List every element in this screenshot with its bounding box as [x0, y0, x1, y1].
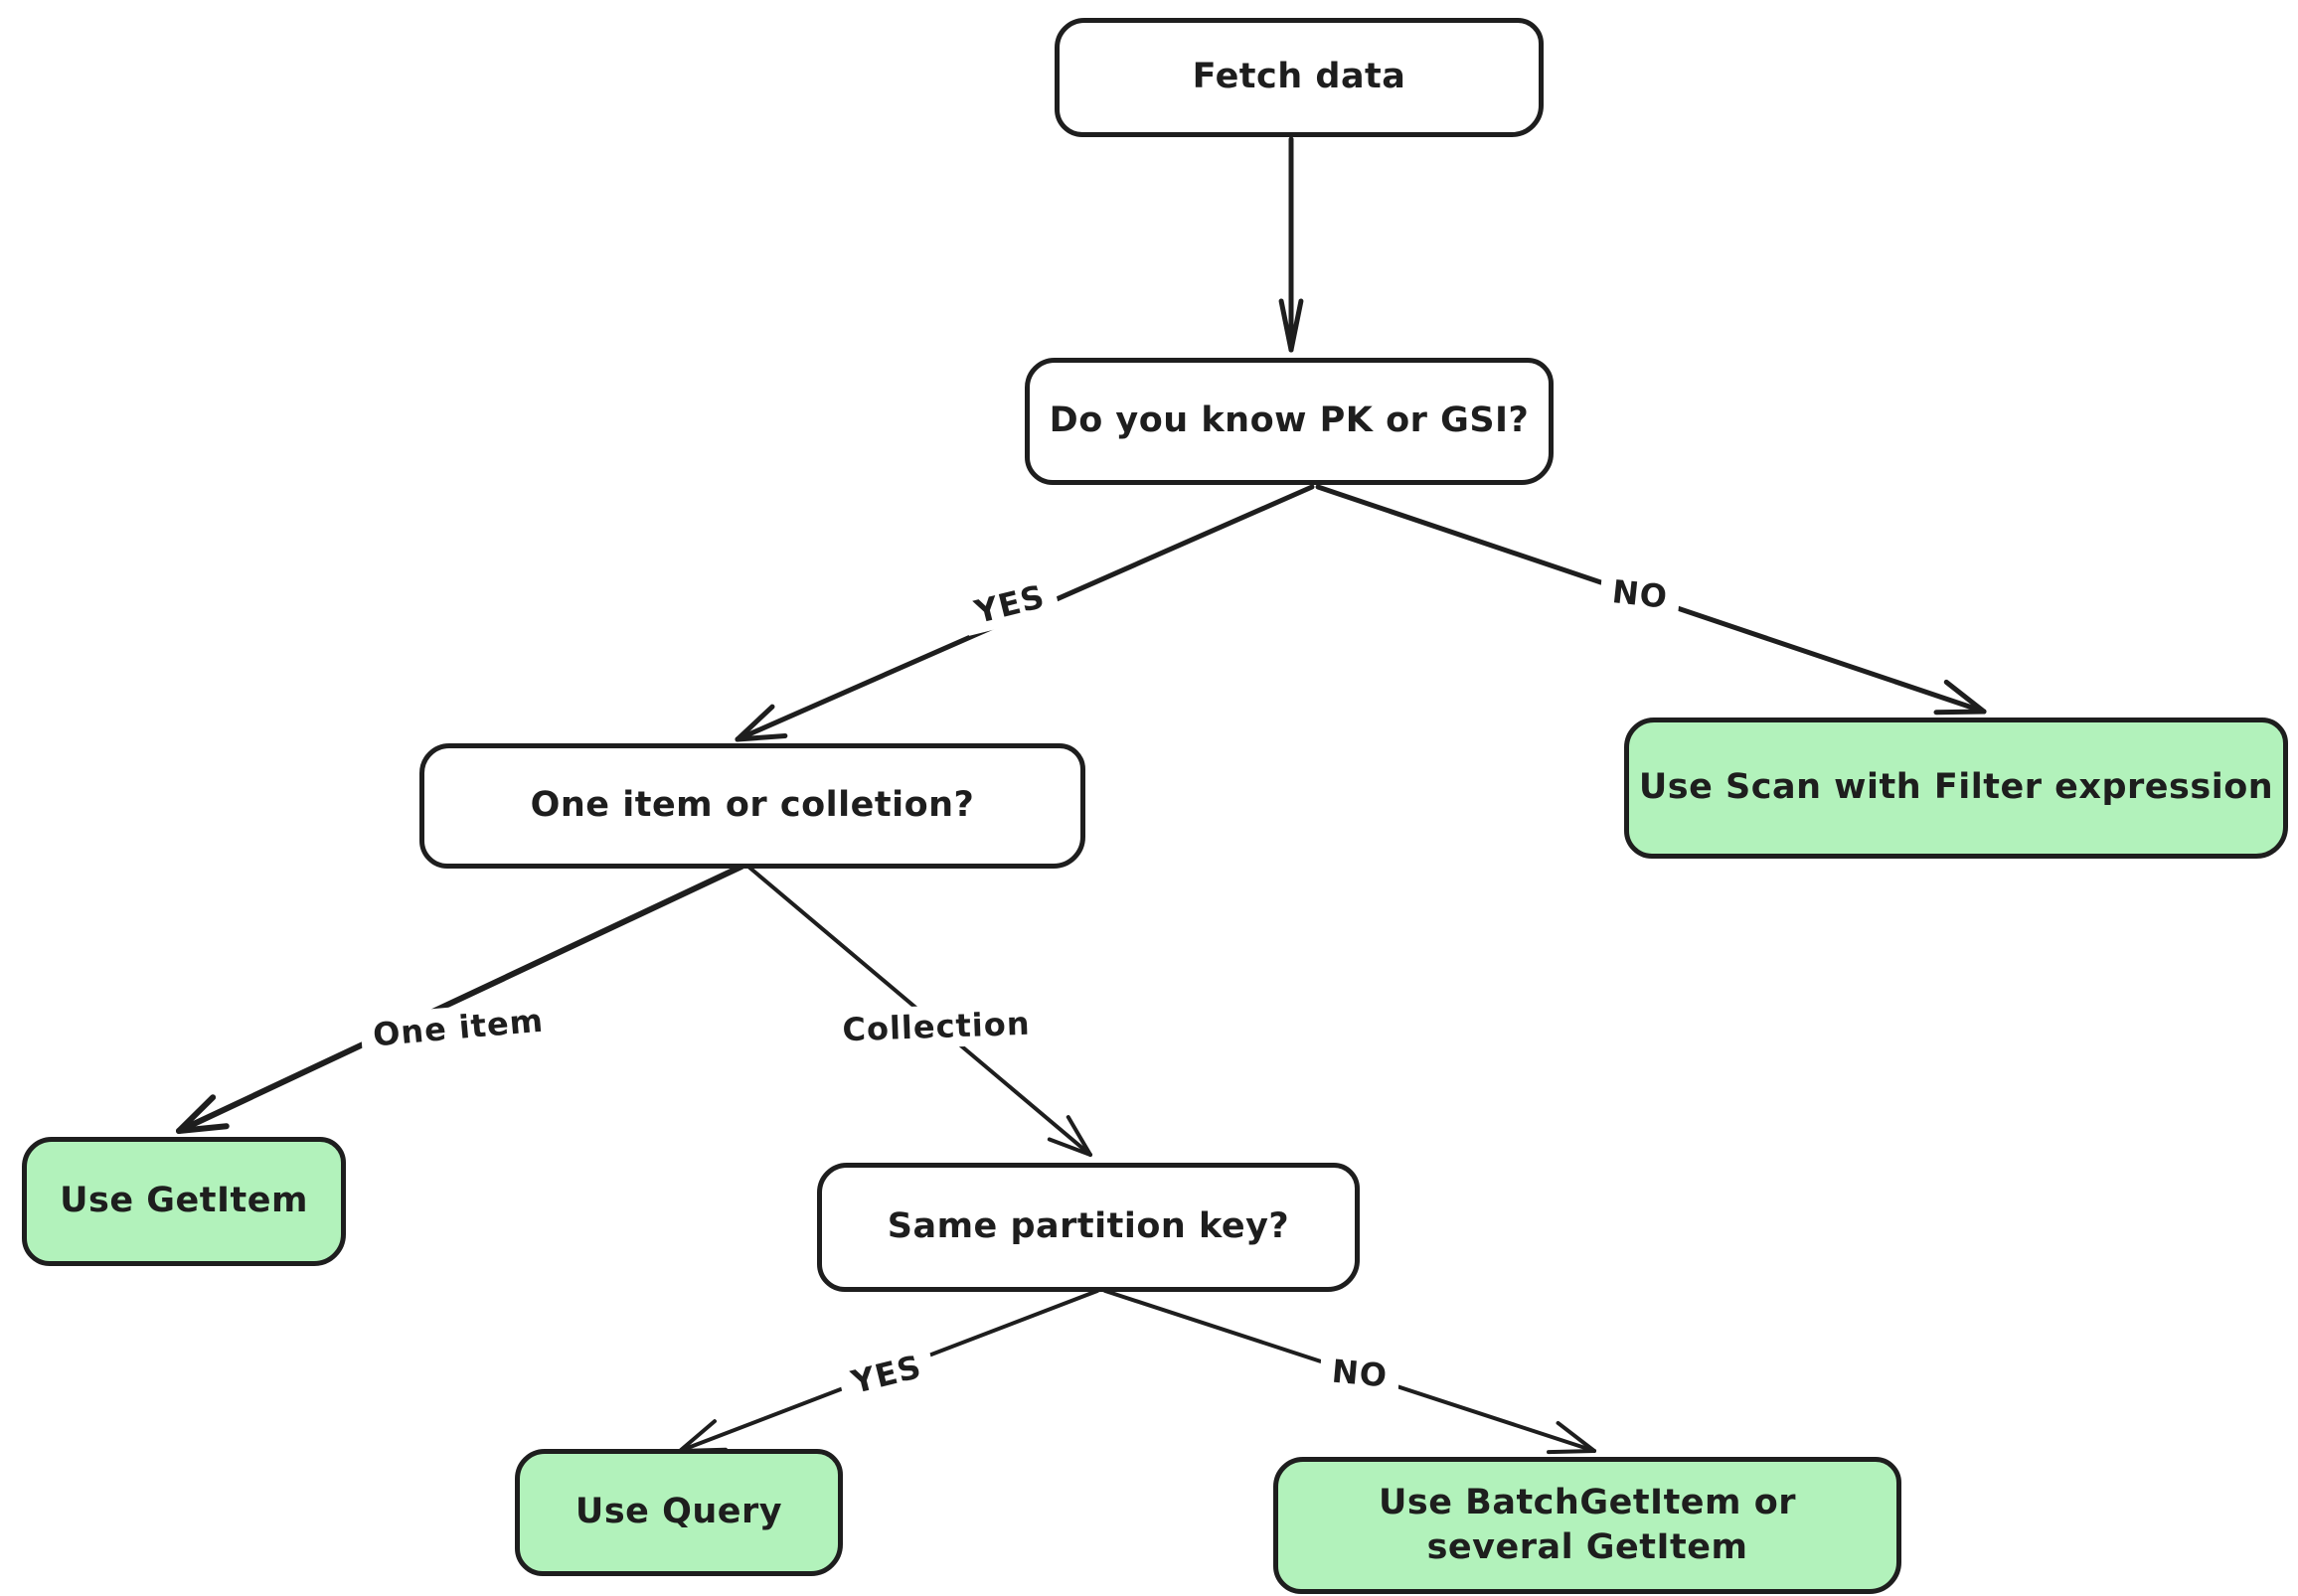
node-use-getitem[interactable]: Use GetItem — [22, 1137, 346, 1266]
node-label: Use GetItem — [60, 1181, 308, 1221]
edge-label-collection[interactable]: Collection — [829, 1002, 1044, 1051]
node-same-partition-key[interactable]: Same partition key? — [817, 1163, 1360, 1292]
node-fetch-data[interactable]: Fetch data — [1055, 18, 1544, 137]
node-label: Fetch data — [1192, 57, 1406, 97]
node-label: Same partition key? — [887, 1206, 1290, 1247]
edge-fetch-to-know[interactable] — [1278, 136, 1304, 353]
node-use-query[interactable]: Use Query — [515, 1449, 843, 1576]
node-use-scan-with-filter[interactable]: Use Scan with Filter expression — [1624, 718, 2288, 859]
node-label: Do you know PK or GSI? — [1049, 400, 1530, 441]
node-one-item-or-collection[interactable]: One item or colletion? — [419, 743, 1085, 869]
edge-label-no-bottom[interactable]: NO — [1318, 1349, 1401, 1398]
node-know-pk-or-gsi[interactable]: Do you know PK or GSI? — [1025, 358, 1554, 485]
node-label: Use Scan with Filter expression — [1638, 767, 2274, 808]
edge-one-item[interactable] — [176, 864, 744, 1134]
node-label: Use Query — [574, 1492, 783, 1532]
node-label: Use BatchGetItem or several GetItem — [1378, 1482, 1796, 1568]
edge-label-no-top[interactable]: NO — [1598, 568, 1682, 620]
node-use-batchgetitem[interactable]: Use BatchGetItem or several GetItem — [1273, 1457, 1901, 1594]
node-label: One item or colletion? — [530, 785, 975, 826]
